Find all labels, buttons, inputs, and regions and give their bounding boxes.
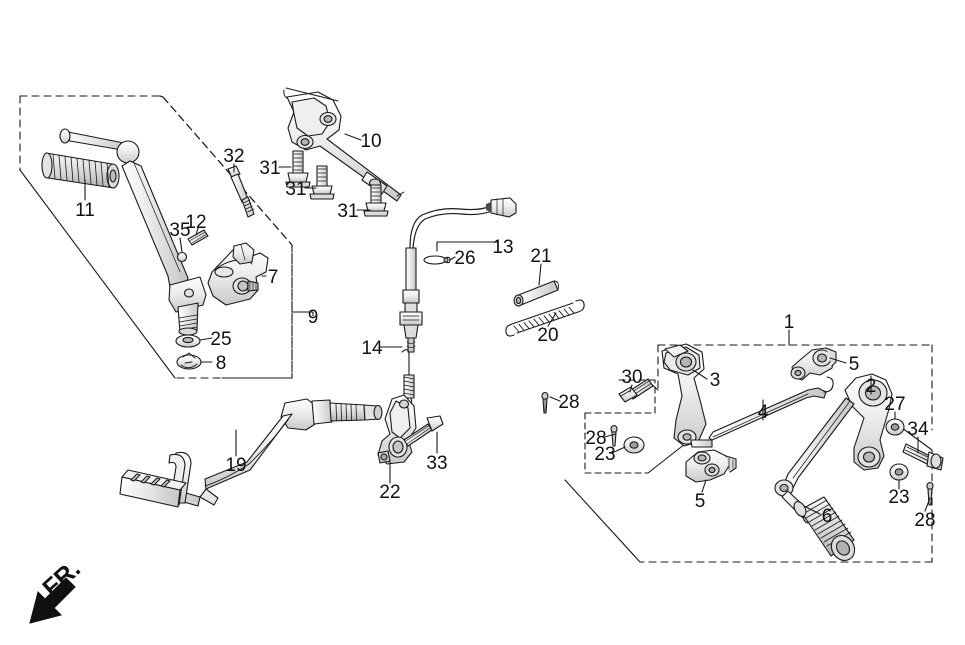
callout-11: 11 [75, 200, 95, 221]
part-8-clip [176, 352, 202, 370]
part-32-pivot-bolt [227, 165, 255, 218]
part-13-brake-light-switch [399, 197, 517, 353]
part-10-shift-spindle-arm [283, 87, 405, 202]
part-27-plain-washer [885, 418, 905, 436]
callout-28-center: 28 [558, 392, 579, 413]
callout-8: 8 [216, 353, 227, 374]
part-31-flange-bolt-middle [309, 165, 335, 200]
callout-26: 26 [454, 248, 475, 269]
callout-32: 32 [223, 146, 244, 167]
leader-lines [84, 133, 931, 515]
callout-1: 1 [784, 312, 795, 333]
callout-20: 20 [537, 325, 558, 346]
part-33-hex-bolt [403, 415, 444, 447]
part-7-shift-arm-clamp [207, 242, 269, 306]
callout-5-upper: 5 [849, 354, 860, 375]
group-frame-28-23 [584, 379, 691, 474]
part-23-washer-left [623, 436, 645, 454]
callout-28-left: 28 [585, 428, 606, 449]
callout-31-upper: 31 [259, 158, 280, 179]
part-4-push-rod [690, 376, 834, 448]
callout-7: 7 [268, 267, 279, 288]
callout-31-lower: 31 [337, 201, 358, 222]
callout-6: 6 [822, 506, 833, 527]
callout-35: 35 [169, 220, 190, 241]
part-3-master-cylinder-arm [661, 343, 707, 447]
part-28-cotter-pin-center [541, 391, 549, 414]
part-26-retaining-clip [423, 255, 451, 265]
callout-33: 33 [426, 453, 447, 474]
part-28-cotter-pin-left [610, 424, 618, 447]
callout-13: 13 [492, 237, 513, 258]
part-25-washer [175, 334, 201, 348]
callout-5-lower: 5 [695, 491, 706, 512]
callout-25: 25 [210, 329, 231, 350]
callout-30: 30 [621, 367, 642, 388]
fr-arrow-icon [29, 577, 76, 624]
part-34-hex-bolt [902, 443, 944, 471]
callout-28-right: 28 [914, 510, 935, 531]
part-31-flange-bolt-lower [363, 184, 389, 217]
front-direction-marker: FR. [29, 555, 86, 624]
callout-14: 14 [361, 338, 383, 359]
callout-4: 4 [758, 402, 769, 423]
part-12-set-screw [187, 229, 209, 246]
part-11-rubber-grip [41, 152, 120, 189]
callout-21: 21 [530, 246, 551, 267]
part-20-return-spring [505, 299, 585, 337]
callout-23-right: 23 [888, 487, 909, 508]
part-23-washer-right [889, 463, 909, 481]
callout-9: 9 [308, 307, 319, 328]
callout-19: 19 [225, 455, 246, 476]
callout-numbers: 1 2 3 4 5 5 6 7 8 9 10 11 12 13 14 19 20… [75, 131, 935, 531]
callout-31-middle: 31 [285, 179, 306, 200]
part-6-pedal-rubber-grip [793, 496, 856, 562]
part-31-flange-bolt-upper [285, 150, 311, 188]
part-14-switch-spring [401, 349, 415, 405]
part-30-flange-bolt [618, 378, 654, 403]
part-21-collar [513, 280, 559, 307]
callout-12: 12 [185, 212, 206, 233]
callout-23-left: 23 [594, 444, 615, 465]
callout-27: 27 [884, 394, 905, 415]
callout-22: 22 [379, 482, 400, 503]
group-frame-9 [19, 95, 293, 379]
callout-34: 34 [907, 419, 929, 440]
part-5-rod-joint-upper [790, 347, 837, 381]
fr-label: FR. [37, 555, 86, 603]
part-19-rear-brake-pedal [119, 398, 383, 508]
part-gear-shift-pedal-lever [41, 128, 207, 336]
part-5-rod-joint-lower [685, 449, 737, 483]
part-22-brake-pedal-bracket [377, 394, 417, 465]
part-28-cotter-pin-right [926, 481, 934, 506]
callout-3: 3 [710, 370, 721, 391]
part-35-steel-ball [176, 251, 188, 263]
callout-10: 10 [360, 131, 381, 152]
callout-2: 2 [866, 376, 877, 397]
